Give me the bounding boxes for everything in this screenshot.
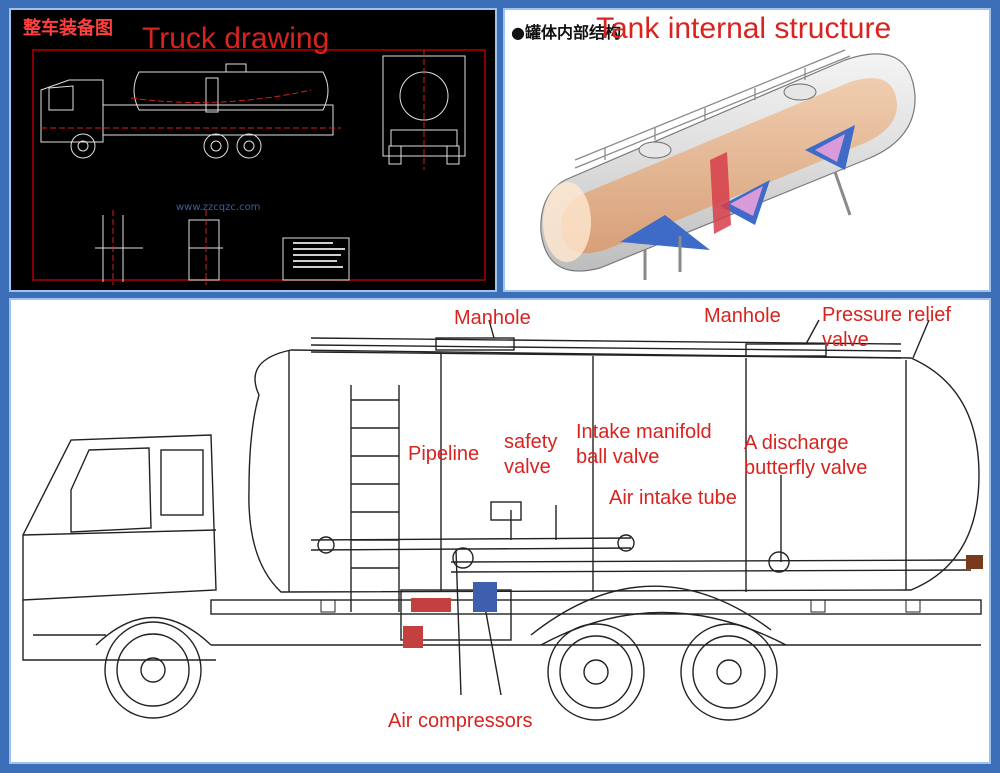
label-pressure-relief-line2: valve <box>822 329 869 351</box>
label-manhole-2: Manhole <box>704 305 781 327</box>
label-air-compressors: Air compressors <box>388 710 533 732</box>
label-safety-line2: valve <box>504 456 551 478</box>
label-pressure-relief-line1: Pressure relief <box>822 304 951 326</box>
label-intake-manifold-ball-valve: Intake manifold ball valve <box>576 420 712 470</box>
tank-structure-panel: ●罐体内部结构 Tank internal structure <box>503 8 991 292</box>
truck-side-view <box>22 319 983 721</box>
label-manhole-1: Manhole <box>454 307 531 329</box>
label-discharge-line1: A discharge <box>744 432 849 454</box>
tank-structure-title: Tank internal structure <box>596 12 892 45</box>
svg-text:www.zzcqzc.com: www.zzcqzc.com <box>176 202 260 213</box>
label-discharge-butterfly-valve: A discharge butterfly valve <box>744 431 867 481</box>
label-discharge-line2: butterfly valve <box>744 457 868 479</box>
labeled-truck-diagram-panel: Manhole Manhole Pressure relief valve Pi… <box>9 298 991 764</box>
label-safety-valve: safety valve <box>504 430 557 480</box>
cad-truck-drawing: www.zzcqzc.com <box>11 10 495 290</box>
drawing-title-cn: 整车装备图 <box>23 18 113 39</box>
label-safety-line1: safety <box>504 431 558 453</box>
truck-drawing-panel: www.zzcqzc.com 整车装备图 Truck drawing <box>9 8 497 292</box>
tank-title-cn: ●罐体内部结构 <box>511 23 621 42</box>
truck-drawing-title: Truck drawing <box>142 22 330 55</box>
label-intake-manifold-line1: Intake manifold <box>576 421 712 443</box>
label-air-intake-tube: Air intake tube <box>609 487 737 509</box>
tank-3d-illustration <box>540 49 916 280</box>
label-pipeline: Pipeline <box>408 443 480 465</box>
label-intake-manifold-line2: ball valve <box>576 446 660 468</box>
label-pressure-relief-valve: Pressure relief valve <box>822 303 951 353</box>
